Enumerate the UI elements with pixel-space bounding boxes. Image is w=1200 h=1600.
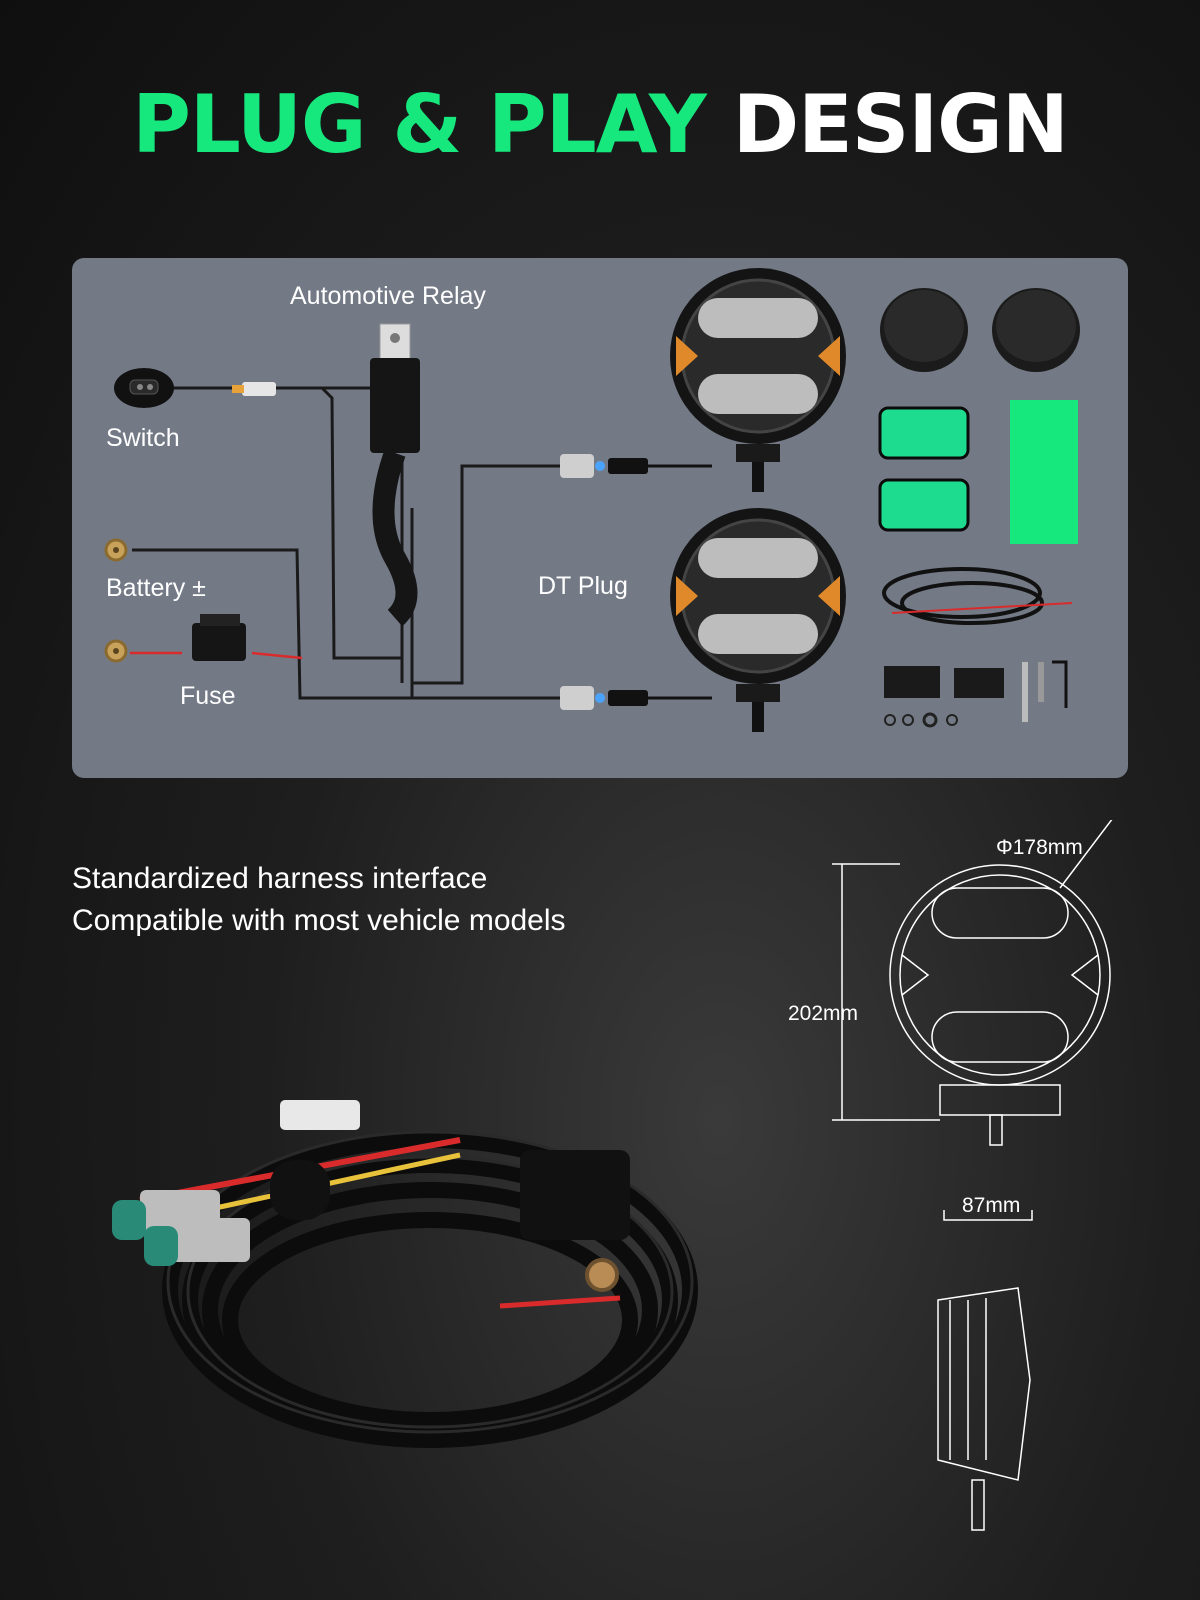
switch-icon [114, 368, 174, 408]
fuse-icon [192, 614, 246, 661]
feature-line-1: Standardized harness interface [72, 862, 488, 895]
wiring-diagram-panel: Automotive Relay Switch Battery ± Fuse D… [72, 258, 1128, 778]
page-title: PLUG & PLAY DESIGN [0, 78, 1200, 171]
title-rest: DESIGN [732, 78, 1069, 171]
title-highlight: PLUG & PLAY [132, 78, 707, 171]
dt-plug-label: DT Plug [538, 572, 628, 600]
lens-cover-icon [880, 288, 1080, 372]
dimension-drawing [832, 820, 1113, 1531]
pod-light-icon [670, 508, 846, 732]
battery-label: Battery ± [106, 574, 206, 602]
inline-connector-icon [280, 1100, 360, 1130]
dt-plug-icon [560, 454, 712, 710]
inline-connector-icon [242, 382, 276, 396]
mounting-hardware-icon [884, 660, 1068, 728]
brand-sticker-icon [878, 406, 970, 532]
feature-description: Standardized harness interface Compatibl… [72, 858, 566, 942]
red-wire-2 [251, 651, 303, 660]
relay-label: Automotive Relay [290, 282, 486, 310]
ring-terminal-icon [585, 1258, 619, 1292]
switch-icon [270, 1160, 330, 1220]
product-box-icon [1010, 400, 1078, 544]
fuse-label: Fuse [180, 682, 236, 710]
pod-light-icon [670, 268, 846, 492]
harness-thumbnail-icon [882, 567, 1073, 625]
feature-line-2: Compatible with most vehicle models [72, 904, 566, 937]
diameter-label: Φ178mm [996, 836, 1083, 859]
depth-label: 87mm [962, 1194, 1021, 1217]
wiring-harness-image [112, 1100, 698, 1448]
height-label: 202mm [788, 1002, 859, 1025]
relay-icon [370, 323, 420, 627]
relay-icon [520, 1150, 630, 1240]
battery-terminal-icon [104, 538, 128, 663]
switch-label: Switch [106, 424, 180, 452]
wiring-diagram [104, 268, 1080, 732]
